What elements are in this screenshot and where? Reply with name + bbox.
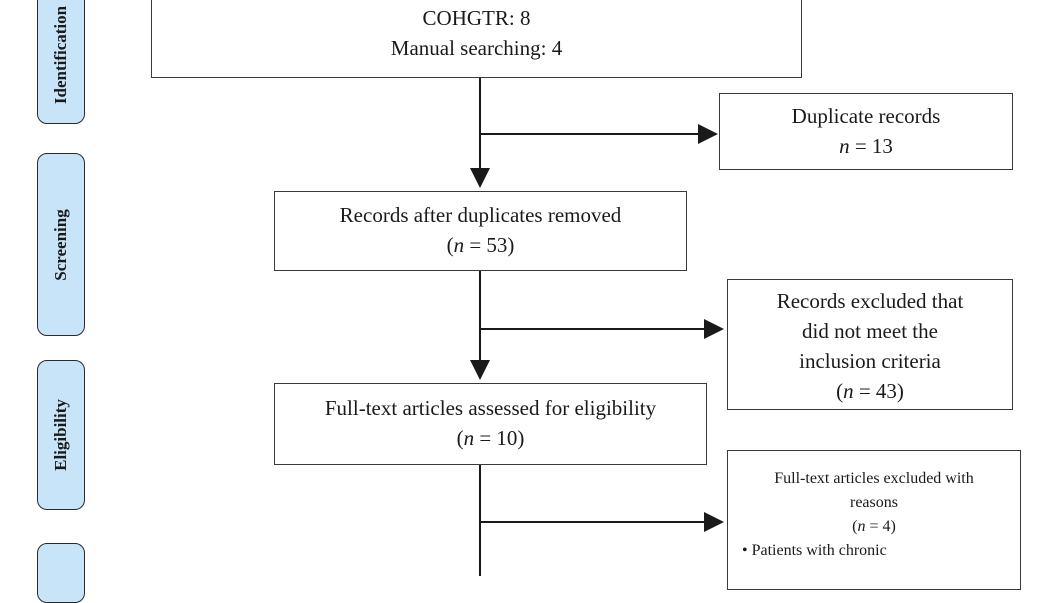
fulltext-excluded-n-value: = 4) (865, 518, 896, 535)
excluded-line-3: inclusion criteria (799, 349, 941, 373)
duplicates-n-value: = 13 (849, 134, 893, 158)
records-excluded-box: Records excluded that did not meet the i… (727, 279, 1013, 410)
stage-screening: Screening (37, 153, 85, 336)
records-after-duplicates-box: Records after duplicates removed (n = 53… (274, 191, 687, 271)
fulltext-excluded-n-var: n (857, 518, 866, 535)
fulltext-excluded-reason-1: • Patients with chronic (728, 539, 1020, 563)
duplicates-label: Duplicate records (791, 104, 941, 128)
fulltext-excluded-reason-1-text: Patients with chronic (751, 542, 887, 559)
fulltext-n-open: ( (456, 426, 464, 450)
duplicates-count: n = 13 (720, 131, 1012, 161)
stage-eligibility: Eligibility (37, 360, 85, 510)
identified-line-cohgtr: COHGTR: 8 (422, 6, 531, 30)
excluded-n-open: ( (836, 379, 844, 403)
bullet-dot-icon: • (742, 542, 752, 559)
excluded-count: (n = 43) (728, 376, 1012, 406)
fulltext-excluded-n-open: ( (852, 518, 858, 535)
fulltext-label: Full-text articles assessed for eligibil… (324, 396, 657, 420)
duplicate-records-box: Duplicate records n = 13 (719, 93, 1013, 170)
duplicates-n-var: n (839, 134, 850, 158)
fulltext-excluded-count: (n = 4) (728, 515, 1020, 539)
fulltext-excluded-box: Full-text articles excluded with reasons… (727, 450, 1021, 590)
flow-connectors (470, 78, 724, 576)
fulltext-n-value: = 10) (474, 426, 525, 450)
excluded-line-1: Records excluded that (776, 289, 964, 313)
excluded-n-var: n (843, 379, 854, 403)
fulltext-count: (n = 10) (275, 423, 706, 453)
after-duplicates-n-value: = 53) (464, 233, 515, 257)
stage-identification: Identification (37, 0, 85, 124)
identified-line-manual: Manual searching: 4 (390, 36, 563, 60)
after-duplicates-n-open: ( (446, 233, 454, 257)
fulltext-excluded-line-1: Full-text articles excluded with (774, 470, 974, 487)
after-duplicates-label: Records after duplicates removed (339, 203, 622, 227)
after-duplicates-count: (n = 53) (275, 230, 686, 260)
fulltext-n-var: n (463, 426, 475, 450)
identified-records-box: COHGTR: 8 Manual searching: 4 (151, 0, 802, 78)
fulltext-excluded-line-2: reasons (850, 494, 898, 511)
excluded-n-value: = 43) (853, 379, 904, 403)
after-duplicates-n-var: n (453, 233, 465, 257)
fulltext-assessed-box: Full-text articles assessed for eligibil… (274, 383, 707, 465)
excluded-line-2: did not meet the (802, 319, 938, 343)
